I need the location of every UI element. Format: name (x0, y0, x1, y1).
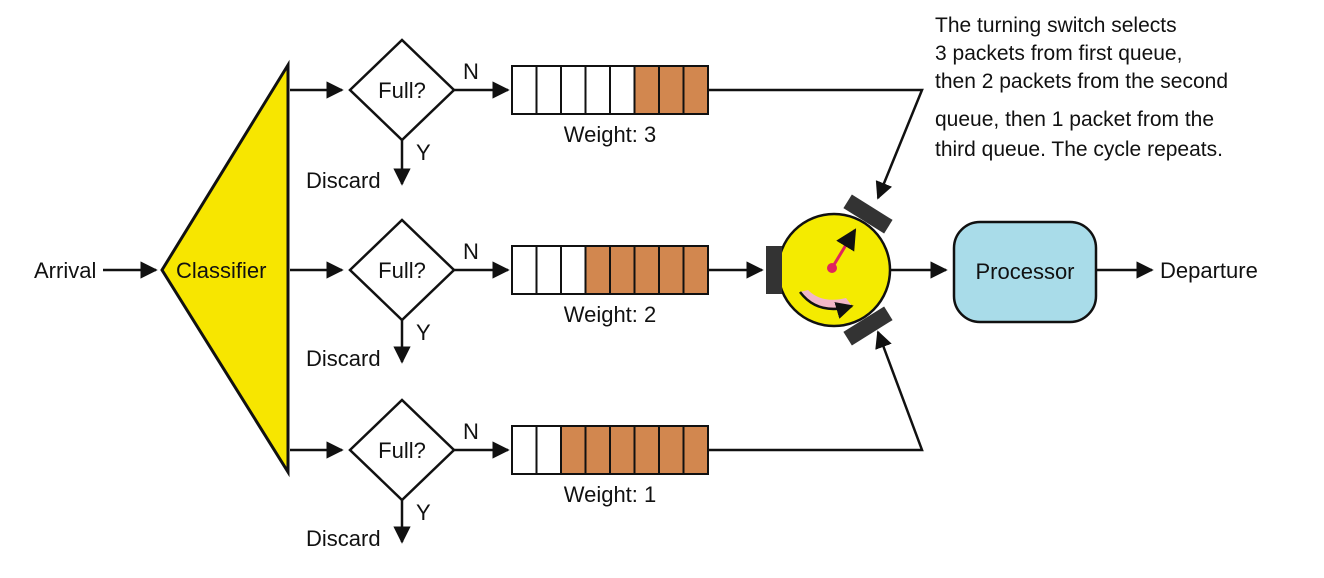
empty-slot (609, 65, 636, 115)
queue-row-2: Full? N Y Discard Weight: 2 (290, 218, 709, 371)
classifier-shape (160, 59, 290, 478)
packet-slot (658, 245, 685, 295)
pointer-pivot (827, 263, 837, 273)
packet-slot (584, 425, 611, 475)
note-line: The turning switch selects (935, 14, 1177, 37)
queue-buffer (511, 65, 709, 115)
yes-label: Y (416, 500, 431, 525)
note-line: 3 packets from first queue, (935, 42, 1182, 65)
empty-slot (535, 65, 562, 115)
queue3-to-switch-arrow (708, 330, 924, 452)
empty-slot (511, 65, 538, 115)
switch-note: The turning switch selects 3 packets fro… (935, 14, 1228, 161)
packet-slot (560, 425, 587, 475)
arrival-label: Arrival (34, 258, 96, 283)
packet-slot (633, 245, 660, 295)
no-label: N (463, 419, 479, 444)
weight-label: Weight: 2 (564, 302, 657, 327)
turning-switch (766, 194, 893, 346)
packet-slot (609, 425, 636, 475)
switch-contact-top (843, 194, 893, 234)
decision-label: Full? (378, 258, 426, 283)
processor-label: Processor (975, 259, 1074, 284)
packet-slot (633, 425, 660, 475)
decision-label: Full? (378, 438, 426, 463)
empty-slot (511, 245, 538, 295)
queue-rows: Full? N Y Discard Weight: 3 Full? N Y Di… (290, 38, 709, 551)
discard-label: Discard (306, 346, 381, 371)
packet-slot (633, 65, 660, 115)
queue-buffer (511, 425, 709, 475)
empty-slot (535, 245, 562, 295)
classifier-label: Classifier (176, 258, 266, 283)
switch-contact-bottom (843, 306, 893, 346)
switch-contact-left (766, 246, 782, 294)
note-line: third queue. The cycle repeats. (935, 138, 1223, 161)
processor-box (952, 220, 1098, 324)
note-line: queue, then 1 packet from the (935, 108, 1214, 131)
packet-slot (658, 65, 685, 115)
weight-label: Weight: 3 (564, 122, 657, 147)
weight-label: Weight: 1 (564, 482, 657, 507)
queue1-to-switch-arrow (708, 88, 924, 200)
no-label: N (463, 59, 479, 84)
queue-row-3: Full? N Y Discard Weight: 1 (290, 398, 709, 551)
empty-slot (535, 425, 562, 475)
discard-label: Discard (306, 526, 381, 551)
empty-slot (560, 245, 587, 295)
queue-row-1: Full? N Y Discard Weight: 3 (290, 38, 709, 193)
packet-slot (682, 425, 709, 475)
discard-label: Discard (306, 168, 381, 193)
packet-slot (609, 245, 636, 295)
note-line: then 2 packets from the second (935, 70, 1228, 93)
no-label: N (463, 239, 479, 264)
empty-slot (584, 65, 611, 115)
switch-pointer (830, 228, 857, 269)
queue-buffer (511, 245, 709, 295)
yes-label: Y (416, 320, 431, 345)
packet-slot (584, 245, 611, 295)
departure-label: Departure (1160, 258, 1258, 283)
packet-slot (682, 65, 709, 115)
rotation-arrow (799, 291, 854, 319)
packet-slot (658, 425, 685, 475)
packet-slot (682, 245, 709, 295)
yes-label: Y (416, 140, 431, 165)
empty-slot (511, 425, 538, 475)
empty-slot (560, 65, 587, 115)
decision-label: Full? (378, 78, 426, 103)
